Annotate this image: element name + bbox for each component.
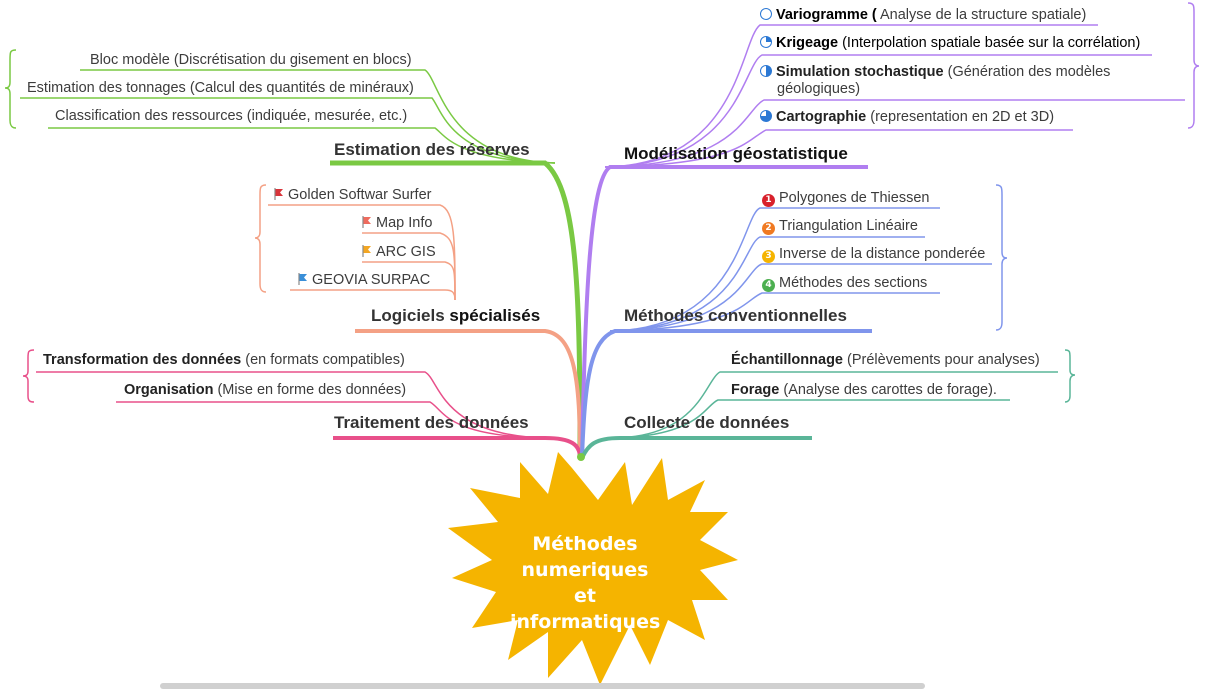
modelisation-item-variogramme[interactable]: Variogramme ( Analyse de la structure sp… xyxy=(760,6,1086,24)
item-bold: Simulation stochastique xyxy=(776,64,944,80)
flag-blue-icon xyxy=(298,273,307,285)
modelisation-item-krigeage[interactable]: Krigeage (Interpolation spatiale basée s… xyxy=(760,34,1140,52)
central-topic-line-1: Méthodes xyxy=(532,533,638,555)
central-topic-line-2: numeriques et xyxy=(521,559,649,607)
flag-red-light-icon xyxy=(362,216,371,228)
number-2-icon: 2 xyxy=(762,222,775,235)
estimation-item-tonnages[interactable]: Estimation des tonnages (Calcul des quan… xyxy=(27,80,414,96)
conventionnelle-item-thiessen[interactable]: 1 Polygones de Thiessen xyxy=(762,189,929,207)
number-3-icon: 3 xyxy=(762,250,775,263)
item-bold: Organisation xyxy=(124,382,214,398)
branch-line-collecte xyxy=(580,436,812,459)
modelisation-item-simulation-line2: géologiques) xyxy=(777,81,861,97)
collecte-connectors xyxy=(614,349,1076,439)
estimation-connectors xyxy=(4,49,556,164)
progress-0-icon xyxy=(760,8,772,20)
item-bold: Transformation des données xyxy=(43,352,242,368)
collecte-item-echantillonnage[interactable]: Échantillonnage (Prélèvements pour analy… xyxy=(731,351,1040,369)
logiciel-item-arcgis[interactable]: ARC GIS xyxy=(362,243,436,261)
item-rest: (Prélèvements pour analyses) xyxy=(843,352,1040,368)
branch-traitement-title[interactable]: Traitement des données xyxy=(334,413,529,432)
branch-line-modelisation xyxy=(580,165,868,459)
central-topic-line-3: informatiques xyxy=(510,611,661,633)
logiciel-label: GEOVIA SURPAC xyxy=(312,272,431,288)
item-label: Polygones de Thiessen xyxy=(779,190,930,206)
logiciel-label: ARC GIS xyxy=(376,244,436,260)
branch-modelisation-title[interactable]: Modélisation géostatistique xyxy=(624,144,848,163)
item-label: Méthodes des sections xyxy=(779,275,928,291)
branch-estimation-title[interactable]: Estimation des réserves xyxy=(334,140,530,159)
conventionnelle-item-triangulation[interactable]: 2 Triangulation Linéaire xyxy=(762,217,918,235)
logiciels-connectors xyxy=(254,184,456,301)
branch-line-traitement xyxy=(333,436,582,459)
central-starburst xyxy=(448,452,738,685)
progress-25-icon xyxy=(760,36,772,48)
traitement-connectors xyxy=(22,349,546,439)
logiciel-item-mapinfo[interactable]: Map Info xyxy=(362,214,432,232)
item-rest: (Interpolation spatiale basée sur la cor… xyxy=(838,35,1141,51)
item-label: Inverse de la distance ponderée xyxy=(779,246,986,262)
item-label: Triangulation Linéaire xyxy=(779,218,918,234)
traitement-item-transformation[interactable]: Transformation des données (en formats c… xyxy=(43,351,405,369)
item-rest: (representation en 2D et 3D) xyxy=(866,109,1055,125)
branch-conventionnelles-title[interactable]: Méthodes conventionnelles xyxy=(624,306,847,325)
branch-line-conventionnelles xyxy=(580,329,872,459)
logiciel-label: Golden Softwar Surfer xyxy=(288,187,432,203)
item-rest: (Analyse des carottes de forage). xyxy=(779,382,997,398)
logiciel-item-surpac[interactable]: GEOVIA SURPAC xyxy=(298,271,430,289)
item-bold: Variogramme ( xyxy=(776,7,877,23)
branch-line-logiciels xyxy=(355,329,582,459)
number-1-icon: 1 xyxy=(762,194,775,207)
flag-red-icon xyxy=(274,188,283,200)
item-rest: (Génération des modèles xyxy=(943,64,1111,80)
flag-orange-icon xyxy=(362,245,371,257)
modelisation-item-cartographie[interactable]: Cartographie (representation en 2D et 3D… xyxy=(760,108,1054,126)
conventionnelle-item-sections[interactable]: 4 Méthodes des sections xyxy=(762,274,927,292)
branch-logiciels-title-a: Logiciels xyxy=(371,306,445,325)
branch-logiciels-title-b: spécialisés xyxy=(449,306,541,325)
modelisation-item-simulation[interactable]: Simulation stochastique (Génération des … xyxy=(760,63,1110,81)
item-rest: (Mise en forme des données) xyxy=(213,382,407,398)
central-topic[interactable]: Méthodes numeriques et informatiques xyxy=(510,531,660,635)
progress-75-icon xyxy=(760,110,772,122)
item-rest: (en formats compatibles) xyxy=(241,352,405,368)
logiciel-item-surfer[interactable]: Golden Softwar Surfer xyxy=(274,186,431,204)
collecte-item-forage[interactable]: Forage (Analyse des carottes de forage). xyxy=(731,381,997,399)
estimation-item-classification[interactable]: Classification des ressources (indiquée,… xyxy=(55,108,408,124)
number-4-icon: 4 xyxy=(762,279,775,292)
item-bold: Échantillonnage xyxy=(731,352,843,368)
traitement-item-organisation[interactable]: Organisation (Mise en forme des données) xyxy=(124,381,406,399)
progress-50-icon xyxy=(760,65,772,77)
branch-logiciels-title[interactable]: Logiciels spécialisés xyxy=(371,306,540,326)
item-bold: Cartographie xyxy=(776,109,867,125)
branch-collecte-title[interactable]: Collecte de données xyxy=(624,413,790,432)
conventionnelle-item-inverse[interactable]: 3 Inverse de la distance ponderée xyxy=(762,245,985,263)
item-bold: Krigeage xyxy=(776,35,839,51)
horizontal-scrollbar[interactable] xyxy=(160,683,925,689)
modelisation-connectors xyxy=(604,2,1200,168)
item-bold: Forage xyxy=(731,382,780,398)
logiciel-label: Map Info xyxy=(376,215,433,231)
item-rest: Analyse de la structure spatiale) xyxy=(876,7,1087,23)
estimation-item-bloc[interactable]: Bloc modèle (Discrétisation du gisement … xyxy=(90,52,412,68)
conventionnelles-connectors xyxy=(609,184,1008,332)
